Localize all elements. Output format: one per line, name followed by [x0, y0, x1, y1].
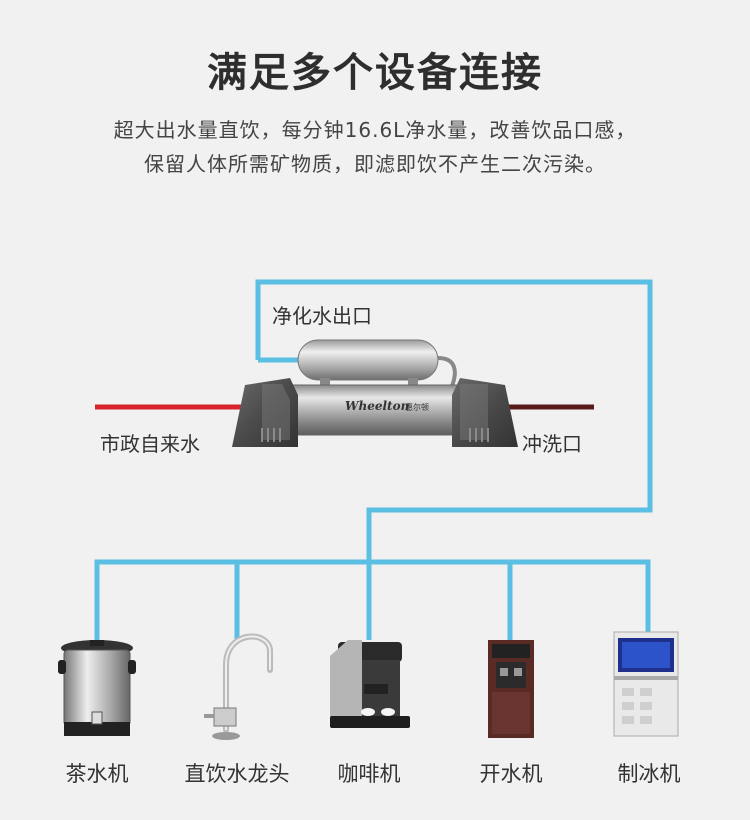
water-dispenser-icon [488, 640, 534, 738]
device-label-tea-urn: 茶水机 [65, 762, 129, 786]
purified-water-pipes [94, 279, 653, 640]
purified-outlet-label: 净化水出口 [272, 304, 372, 328]
municipal-inlet-label: 市政自来水 [100, 432, 200, 456]
tea-urn-icon [58, 640, 136, 736]
device-label-faucet: 直饮水龙头 [184, 762, 290, 786]
water-filter-unit: Wheelton 惠尔顿 [232, 339, 518, 447]
flush-outlet-label: 冲洗口 [522, 432, 582, 456]
description-line-2: 保留人体所需矿物质，即滤即饮不产生二次污染。 [144, 152, 606, 176]
description-line-1: 超大出水量直饮，每分钟16.6L净水量，改善饮品口感， [113, 118, 637, 142]
page-title: 满足多个设备连接 [207, 50, 543, 96]
device-label-water-dispenser: 开水机 [479, 762, 543, 786]
brand-logo: Wheelton [345, 399, 409, 413]
device-label-coffee-machine: 咖啡机 [337, 762, 401, 786]
coffee-machine-icon [330, 640, 410, 728]
ice-maker-icon [613, 631, 679, 737]
brand-logo-cn: 惠尔顿 [405, 402, 429, 412]
faucet-icon [204, 633, 273, 740]
device-label-ice-maker: 制冰机 [617, 762, 681, 786]
